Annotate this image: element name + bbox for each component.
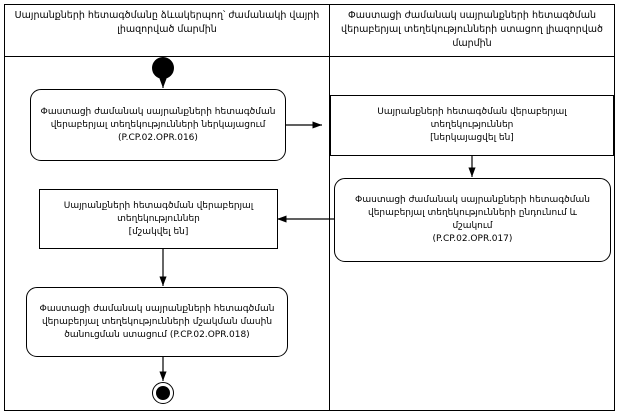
swimlane-right-line-1: Փաստացի ժամանակ սայրանքների հետագծման <box>348 10 596 21</box>
end-node-core <box>156 386 170 400</box>
activity-node-2[interactable]: Փաստացի ժամանակ սայրանքների հետագծման վե… <box>334 178 611 262</box>
swimlane-title-left: Սայրանքների հետագծմանը ձևակերպող՝ ժամանա… <box>10 9 324 37</box>
object-node-presented-line-1: Սայրանքների հետագծման վերաբերյալ <box>377 107 567 117</box>
swimlane-title-right: Փաստացի ժամանակ սայրանքների հետագծման վե… <box>336 9 608 51</box>
start-node[interactable] <box>152 57 174 79</box>
activity-node-3-line-1: Փաստացի ժամանակ սայրանքների հետագծման <box>39 303 275 314</box>
activity-node-1[interactable]: Փաստացի ժամանակ սայրանքների հետագծման վե… <box>30 89 286 161</box>
object-node-processed-line-2: տեղեկություններ <box>117 213 200 224</box>
object-node-presented[interactable]: Սայրանքների հետագծման վերաբերյալ տեղեկու… <box>330 95 614 156</box>
swimlane-divider <box>329 5 330 410</box>
activity-node-2-line-3: մշակում <box>452 221 493 231</box>
swimlane-left-line-1: Սայրանքների հետագծմանը ձևակերպող՝ ժամանա… <box>14 10 320 21</box>
activity-node-2-line-1: Փաստացի ժամանակ սայրանքների հետագծման <box>355 195 590 205</box>
activity-node-1-line-1: Փաստացի ժամանակ սայրանքների հետագծման <box>40 106 276 117</box>
activity-node-3[interactable]: Փաստացի ժամանակ սայրանքների հետագծման վե… <box>26 287 288 357</box>
activity-node-3-line-2: վերաբերյալ տեղեկությունների մշակման մասի… <box>41 316 273 327</box>
activity-node-2-line-4: (P.CP.02.OPR.017) <box>432 234 513 244</box>
swimlane-header-separator <box>5 56 614 57</box>
object-node-presented-line-2: տեղեկություններ <box>430 120 514 130</box>
object-node-processed[interactable]: Սայրանքների հետագծման վերաբերյալ տեղեկու… <box>39 189 278 249</box>
object-node-processed-line-1: Սայրանքների հետագծման վերաբերյալ <box>63 200 254 211</box>
activity-node-1-line-3: (P.CP.02.OPR.016) <box>118 132 198 143</box>
diagram-frame <box>4 4 615 411</box>
swimlane-right-line-2: վերաբերյալ տեղեկությունների ստացող լիազո… <box>341 24 603 49</box>
activity-node-1-line-2: վերաբերյալ տեղեկությունների ներկայացում <box>50 119 266 130</box>
swimlane-left-line-2: լիազորված մարմին <box>117 24 217 35</box>
object-node-processed-line-3: [մշակվել են] <box>128 226 189 237</box>
activity-node-2-line-2: վերաբերյալ տեղեկությունների ընդունում և <box>368 208 577 218</box>
object-node-presented-line-3: [ներկայացվել են] <box>430 133 514 143</box>
activity-node-3-line-3: ծանուցման ստացում (P.CP.02.OPR.018) <box>64 329 250 340</box>
